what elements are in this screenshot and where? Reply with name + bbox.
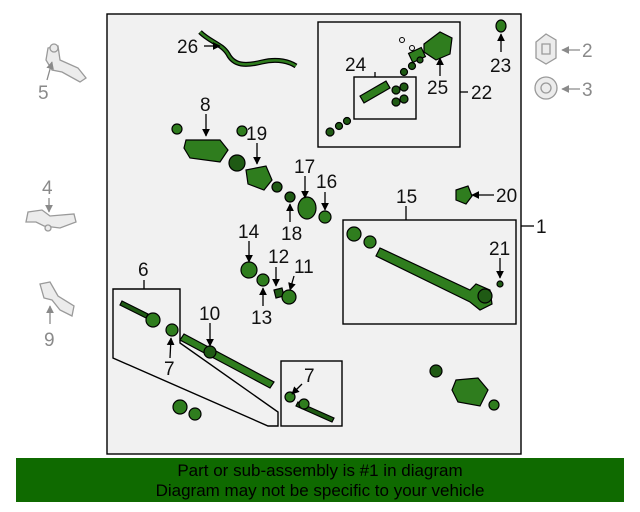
callout-3: 3: [582, 80, 593, 101]
callout-22: 22: [471, 83, 492, 104]
callout-16: 16: [316, 172, 337, 193]
callout-14: 14: [238, 222, 260, 243]
box-6: [112, 288, 279, 427]
part-16: [318, 210, 332, 224]
callout-7b: 7: [304, 366, 315, 387]
callout-12: 12: [268, 247, 289, 268]
callout-18: 18: [281, 224, 302, 245]
callout-11: 11: [294, 257, 314, 278]
box-7b: [280, 360, 343, 427]
callout-24: 24: [345, 55, 367, 76]
box-22: [317, 21, 461, 148]
leader-lines: [45, 33, 580, 395]
ghost-part-9: [39, 281, 75, 317]
part-14: [240, 261, 258, 279]
callout-9: 9: [44, 330, 55, 351]
banner-line-1: Part or sub-assembly is #1 in diagram: [177, 461, 463, 480]
part-10-inner-rod: [179, 333, 275, 389]
callout-15: 15: [396, 187, 417, 208]
callout-7a: 7: [164, 359, 175, 380]
part-23: [495, 19, 507, 33]
callout-10: 10: [199, 304, 220, 325]
box-24: [353, 76, 417, 120]
part-18: [284, 191, 296, 203]
callout-6: 6: [138, 260, 149, 281]
callout-8: 8: [200, 95, 211, 116]
callout-13: 13: [251, 308, 272, 329]
part-13: [256, 273, 270, 287]
seals-22: [325, 37, 424, 137]
banner-line-2: Diagram may not be specific to your vehi…: [155, 481, 485, 500]
part-21: [496, 280, 504, 288]
callout-23: 23: [490, 56, 511, 77]
box-15: [342, 219, 517, 325]
ghost-part-2: [535, 33, 557, 65]
part-17: [297, 196, 317, 220]
main-frame: [106, 13, 522, 455]
part-19-boot: [236, 125, 283, 193]
callout-19: 19: [246, 124, 267, 145]
part-7a-nut: [165, 323, 179, 337]
ghost-part-3: [534, 76, 558, 100]
callout-4: 4: [42, 178, 53, 199]
callout-25: 25: [427, 78, 448, 99]
callout-2: 2: [582, 41, 593, 62]
callout-20: 20: [496, 186, 517, 207]
ghost-part-4: [25, 209, 77, 232]
callout-5: 5: [38, 83, 49, 104]
callout-1: 1: [536, 217, 547, 238]
disclaimer-banner: Part or sub-assembly is #1 in diagram Di…: [16, 458, 624, 502]
callout-17: 17: [294, 157, 315, 178]
bottom-clamps: [172, 364, 500, 421]
part-15-rack-housing: [346, 226, 493, 311]
callout-21: 21: [489, 239, 510, 260]
callout-26: 26: [177, 37, 198, 58]
part-8-boot: [171, 123, 246, 172]
part-6-tierod-end: [119, 300, 161, 328]
part-24-pinion: [359, 80, 409, 107]
part-20: [455, 185, 473, 205]
part-11: [281, 289, 297, 305]
